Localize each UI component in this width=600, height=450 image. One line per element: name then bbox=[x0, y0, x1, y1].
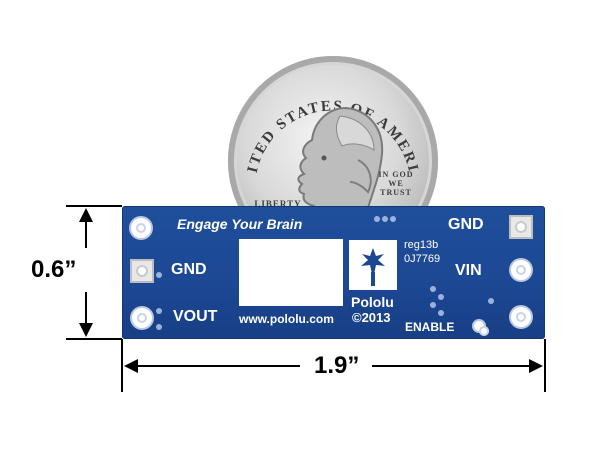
via bbox=[390, 216, 396, 222]
via bbox=[438, 310, 444, 316]
via bbox=[430, 286, 436, 292]
brand-name: Pololu bbox=[351, 294, 394, 310]
via bbox=[382, 216, 388, 222]
board-url: www.pololu.com bbox=[239, 312, 334, 326]
pololu-palm-logo-icon bbox=[361, 248, 385, 286]
pololu-logo-box bbox=[349, 240, 397, 290]
pin-label-vin: VIN bbox=[455, 262, 482, 279]
via bbox=[438, 294, 444, 300]
regulator-board: Engage Your Brain GND VOUT www.pololu.co… bbox=[122, 206, 545, 339]
via bbox=[156, 308, 162, 314]
vin-pad bbox=[511, 260, 531, 280]
gnd-pad-left bbox=[130, 259, 154, 283]
mounting-hole-bottom-right bbox=[511, 307, 531, 327]
pin-label-gnd-right: GND bbox=[448, 216, 484, 233]
via bbox=[430, 302, 436, 308]
mounting-hole-top-left bbox=[131, 218, 151, 238]
height-dimension: 0.6” bbox=[31, 256, 77, 283]
via bbox=[156, 324, 162, 330]
part-code: 0J7769 bbox=[404, 253, 441, 265]
coin-motto: IN GOD WE TRUST bbox=[378, 170, 414, 197]
board-slogan: Engage Your Brain bbox=[177, 216, 303, 232]
pin-label-gnd-left: GND bbox=[171, 261, 207, 278]
revision-code: reg13b bbox=[404, 239, 439, 251]
copyright: ©2013 bbox=[352, 310, 391, 325]
vout-pad bbox=[132, 308, 152, 328]
enable-pad bbox=[474, 321, 489, 336]
via bbox=[156, 272, 162, 278]
pin-label-enable: ENABLE bbox=[405, 320, 455, 334]
blank-label-area bbox=[239, 239, 343, 306]
coin-liberty: LIBERTY bbox=[254, 199, 302, 209]
gnd-pad-right bbox=[509, 215, 533, 239]
width-dimension: 1.9” bbox=[314, 352, 360, 379]
washington-profile-icon bbox=[297, 106, 384, 233]
via bbox=[374, 216, 380, 222]
pin-label-vout: VOUT bbox=[173, 308, 218, 325]
via bbox=[488, 298, 494, 304]
